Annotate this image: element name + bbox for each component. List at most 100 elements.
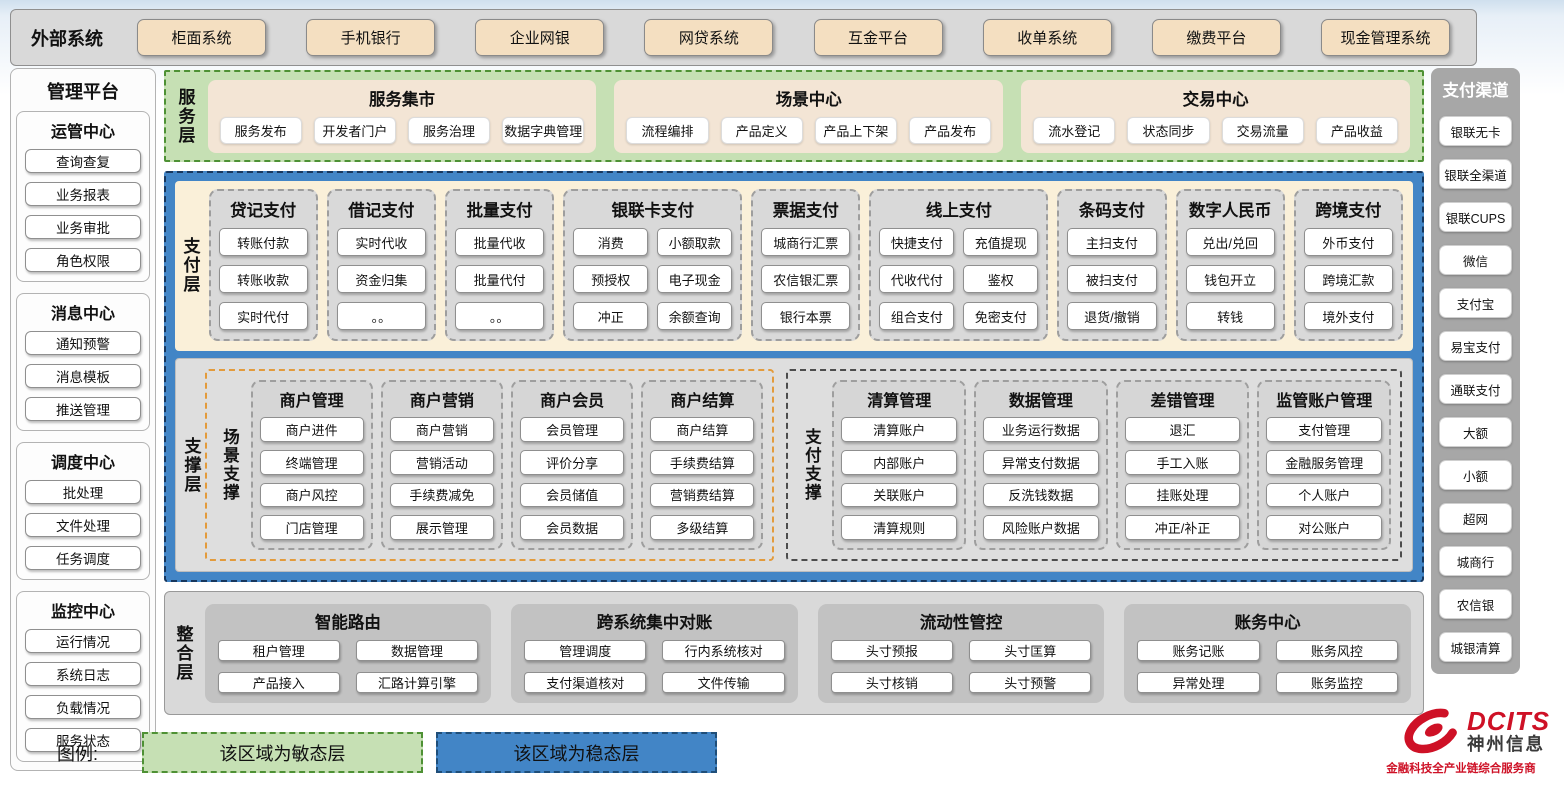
support-item-box: 挂账处理 [1124, 482, 1241, 508]
integration-group: 智能路由 租户管理 数据管理 产品接入 汇路计算引擎 [204, 603, 492, 703]
support-item-box: 清算账户 [841, 417, 958, 442]
payment-item-box: 农信银汇票 [761, 265, 851, 293]
payment-item-box: 组合支付 [879, 302, 955, 330]
support-column-items: 清算账户 内部账户 关联账户 清算规则 [841, 417, 958, 540]
payment-item-box: 外币支付 [1303, 228, 1394, 256]
support-column-items: 会员管理 评价分享 会员储值 会员数据 [519, 417, 625, 540]
payment-layer: 支付层 贷记支付 转账付款 转账收款 [175, 181, 1413, 351]
integration-group-title: 跨系统集中对账 [596, 613, 713, 632]
payment-item-box: 余额查询 [657, 302, 733, 330]
service-group-title: 交易中心 [1182, 90, 1249, 109]
management-item-box: 负载情况 [25, 695, 141, 719]
payment-channel-box: 小额 [1439, 460, 1512, 490]
support-item-box: 会员储值 [519, 482, 625, 508]
payment-column-items: 外币支付 跨境汇款 境外支付 [1303, 228, 1394, 330]
support-item-box: 商户进件 [259, 417, 364, 442]
external-systems-label: 外部系统 [31, 28, 103, 49]
payment-item-box: 境外支付 [1303, 302, 1394, 330]
payment-channel-box: 易宝支付 [1439, 331, 1512, 361]
integration-group-items: 头寸预报 头寸匡算 头寸核销 头寸预警 [830, 639, 1092, 693]
logo-company-name: 神州信息 [1467, 733, 1545, 754]
logo-text: DCITS 神州信息 [1467, 708, 1550, 755]
payment-channels-panel: 支付渠道 银联无卡 银联全渠道 银联CUPS 微信 支付宝 易宝支付 通联支付 … [1431, 68, 1520, 674]
payment-item-box: 。。 [336, 302, 427, 330]
support-layer-label: 支撑层 [181, 436, 201, 494]
payment-item-box: 消费 [573, 228, 649, 256]
support-column-items: 商户进件 终端管理 商户风控 门店管理 [259, 417, 364, 540]
support-column-title: 清算管理 [867, 393, 932, 410]
payment-channel-box: 城银清算 [1439, 632, 1512, 662]
management-item-box: 业务报表 [25, 182, 141, 206]
management-item-box: 业务审批 [25, 215, 141, 239]
support-item-box: 手续费结算 [650, 449, 755, 475]
support-item-box: 门店管理 [259, 515, 364, 540]
integration-item-box: 文件传输 [662, 671, 785, 693]
support-item-box: 业务运行数据 [983, 417, 1099, 442]
payment-channel-box: 通联支付 [1439, 374, 1512, 404]
payment-column-title: 银联卡支付 [611, 202, 694, 220]
payment-item-box: 批量代收 [455, 228, 545, 256]
payment-item-box: 银行本票 [761, 302, 851, 330]
payment-column-title: 跨境支付 [1315, 202, 1382, 220]
service-group: 交易中心 流水登记 状态同步 交易流量 产品收益 [1021, 79, 1410, 153]
support-column-title: 数据管理 [1008, 393, 1073, 410]
support-item-box: 会员数据 [519, 515, 625, 540]
dcits-swirl-icon [1404, 708, 1460, 754]
payment-channel-box: 大额 [1439, 417, 1512, 447]
service-item-box: 流水登记 [1033, 116, 1116, 144]
integration-item-box: 异常处理 [1137, 671, 1260, 693]
integration-item-box: 头寸预警 [969, 671, 1092, 693]
support-item-box: 对公账户 [1266, 515, 1383, 540]
management-item-box: 运行情况 [25, 629, 141, 653]
management-item-box: 推送管理 [25, 397, 141, 421]
support-item-box: 评价分享 [519, 449, 625, 475]
support-item-box: 支付管理 [1266, 417, 1383, 442]
payment-column-items: 城商行汇票 农信银汇票 银行本票 [761, 228, 851, 330]
payment-column-title: 票据支付 [772, 202, 839, 220]
service-item-box: 产品发布 [908, 116, 992, 144]
integration-item-box: 支付渠道核对 [524, 671, 647, 693]
integration-item-box: 租户管理 [217, 639, 340, 661]
support-column-items: 商户营销 营销活动 手续费减免 展示管理 [389, 417, 494, 540]
support-item-box: 商户营销 [389, 417, 494, 442]
payment-item-box: 快捷支付 [879, 228, 955, 256]
support-group: 支付支撑 清算管理 清算账户 内部账户 [786, 369, 1402, 561]
service-item-box: 产品收益 [1315, 116, 1398, 144]
payment-item-box: 兑出/兑回 [1185, 228, 1275, 256]
integration-group-items: 管理调度 行内系统核对 支付渠道核对 文件传输 [524, 639, 785, 693]
management-group-title: 调度中心 [50, 455, 115, 472]
payment-item-box: 预授权 [573, 265, 649, 293]
support-item-box: 冲正/补正 [1124, 515, 1241, 540]
service-item-box: 交易流量 [1221, 116, 1304, 144]
support-group: 场景支撑 商户管理 商户进件 终端管理 [204, 369, 775, 561]
management-group: 调度中心 批处理 文件处理 任务调度 [16, 442, 150, 580]
support-item-box: 个人账户 [1266, 482, 1383, 508]
service-item-box: 数据字典管理 [502, 116, 585, 144]
support-column-title: 差错管理 [1150, 393, 1215, 410]
integration-item-box: 数据管理 [355, 639, 479, 661]
management-group-title: 消息中心 [50, 306, 115, 323]
payment-column-title: 线上支付 [925, 202, 992, 220]
service-item-box: 服务治理 [407, 116, 491, 144]
support-item-box: 终端管理 [259, 449, 364, 475]
payment-column-items: 消费 小额取款 预授权 电子现金 冲正 [573, 228, 733, 330]
payment-item-box: 主扫支付 [1067, 228, 1157, 256]
payment-item-box: 转账收款 [218, 265, 308, 293]
support-item-box: 会员管理 [519, 417, 625, 442]
integration-groups: 智能路由 租户管理 数据管理 产品接入 汇路计算引擎 [204, 603, 1411, 703]
payment-item-box: 小额取款 [657, 228, 733, 256]
integration-layer: 整合层 智能路由 租户管理 数据管理 产品接入 [164, 591, 1424, 715]
payment-column-title: 条码支付 [1078, 202, 1145, 220]
payment-item-box: 充值提现 [963, 228, 1039, 256]
payment-layer-label: 支付层 [180, 236, 200, 294]
payment-item-box: 被扫支付 [1067, 265, 1157, 293]
payment-column: 票据支付 城商行汇票 农信银汇票 银行本票 [751, 189, 861, 341]
integration-group: 跨系统集中对账 管理调度 行内系统核对 支付渠道核对 文件传输 [511, 603, 798, 703]
payment-column-items: 实时代收 资金归集 。。 [336, 228, 427, 330]
support-column: 数据管理 业务运行数据 异常支付数据 反洗钱数据 [974, 380, 1108, 550]
integration-item-box: 汇路计算引擎 [355, 671, 479, 693]
support-item-box: 手工入账 [1124, 449, 1241, 475]
management-item-box: 系统日志 [25, 662, 141, 686]
legend-label: 图例: [57, 743, 99, 764]
